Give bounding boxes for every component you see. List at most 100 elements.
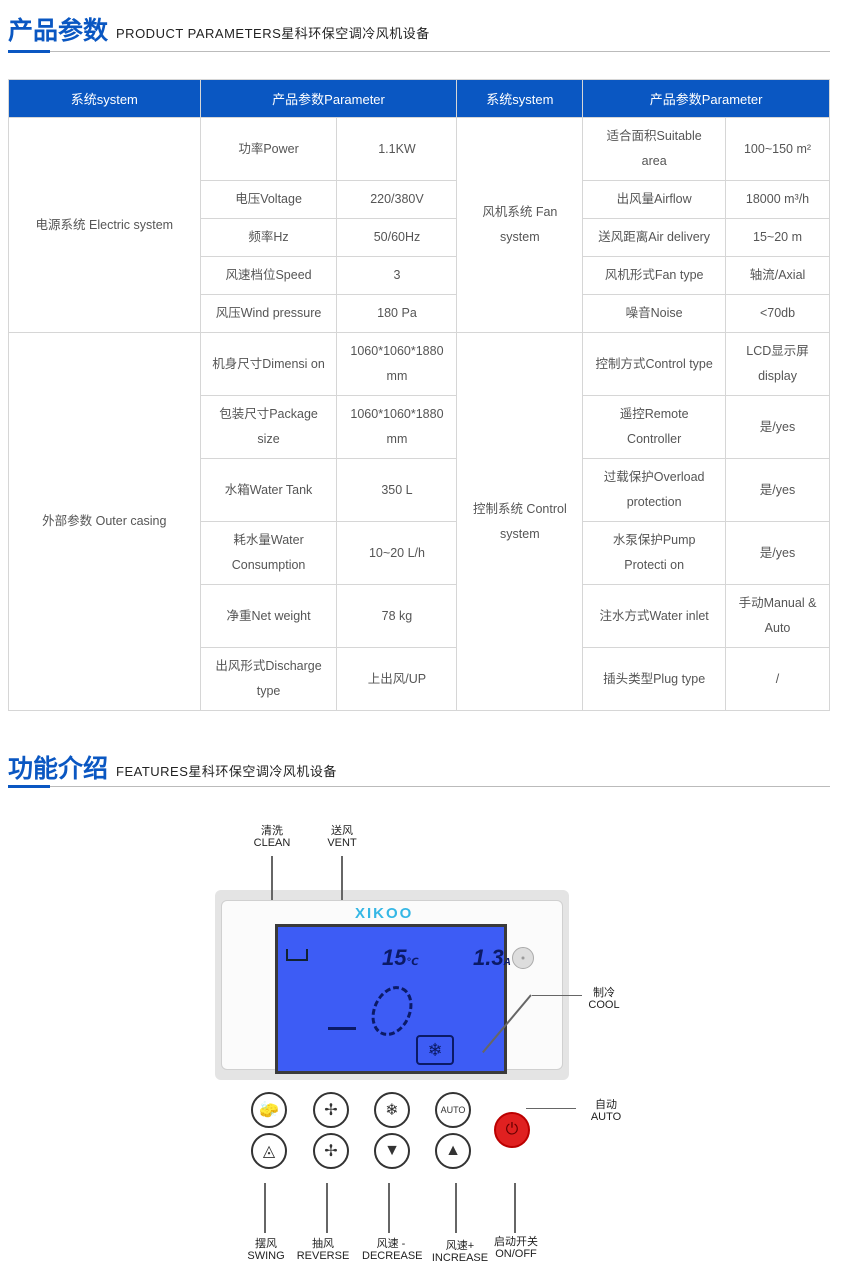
param-name-cell: 风速档位Speed xyxy=(199,256,338,295)
increase-button[interactable]: ▲ xyxy=(435,1133,471,1169)
param-value-cell: LCD显示屏 display xyxy=(725,332,830,396)
param-value-cell: 100~150 m² xyxy=(725,117,830,181)
param-value-cell: 10~20 L/h xyxy=(336,521,458,585)
water-tank-icon xyxy=(286,949,308,961)
param-name-cell: 电压Voltage xyxy=(199,180,338,219)
header-parameter: 产品参数Parameter xyxy=(582,79,830,118)
param-name-cell: 机身尺寸Dimensi on xyxy=(199,332,338,396)
param-name-cell: 耗水量Water Consumption xyxy=(199,521,338,585)
system-cell: 电源系统 Electric system xyxy=(8,117,201,333)
onoff-label-en: ON/OFF xyxy=(495,1248,537,1260)
divider-accent xyxy=(8,785,50,788)
cool-label-cn: 制冷 xyxy=(593,987,615,999)
params-subtitle: PRODUCT PARAMETERS星科环保空调冷风机设备 xyxy=(116,26,430,41)
swing-button[interactable]: ◬ xyxy=(251,1133,287,1169)
param-value-cell: 手动Manual & Auto xyxy=(725,584,830,648)
param-name-cell: 出风量Airflow xyxy=(582,180,727,219)
brand-logo: XIKOO xyxy=(355,905,414,922)
header-system: 系统system xyxy=(456,79,584,118)
param-name-cell: 频率Hz xyxy=(199,218,338,257)
features-subtitle: FEATURES星科环保空调冷风机设备 xyxy=(116,764,337,779)
param-value-cell: 1060*1060*1880 mm xyxy=(336,332,458,396)
speed-bar xyxy=(328,1027,356,1030)
vent-label-cn: 送风 xyxy=(331,825,353,837)
onoff-label-cn: 启动开关 xyxy=(494,1236,538,1248)
reverse-label-cn: 抽风 xyxy=(312,1238,334,1250)
param-name-cell: 功率Power xyxy=(199,117,338,181)
param-value-cell: 上出风/UP xyxy=(336,647,458,711)
param-value-cell: 1060*1060*1880 mm xyxy=(336,395,458,459)
params-title: 产品参数 xyxy=(8,17,109,45)
power-button[interactable]: ⏻ xyxy=(494,1112,530,1148)
cool-button[interactable]: ❄ xyxy=(374,1092,410,1128)
temp-readout: 15 xyxy=(382,945,407,970)
decrease-label-cn: 风速 - xyxy=(376,1238,406,1250)
auto-label-en: AUTO xyxy=(590,1111,622,1123)
param-value-cell: 180 Pa xyxy=(336,294,458,333)
param-name-cell: 风机形式Fan type xyxy=(582,256,727,295)
clean-label-cn: 清洗 xyxy=(261,825,283,837)
reverse-button[interactable]: ✢ xyxy=(313,1133,349,1169)
increase-label-cn: 风速+ xyxy=(445,1240,475,1252)
clean-label-en: CLEAN xyxy=(253,837,291,849)
cool-label-en: COOL xyxy=(588,999,620,1011)
param-name-cell: 插头类型Plug type xyxy=(582,647,727,711)
param-name-cell: 送风距离Air delivery xyxy=(582,218,727,257)
clean-button[interactable]: 🧽 xyxy=(251,1092,287,1128)
param-name-cell: 控制方式Control type xyxy=(582,332,727,396)
fan-swing-icon xyxy=(363,979,421,1043)
param-name-cell: 适合面积Suitable area xyxy=(582,117,727,181)
param-value-cell: 18000 m³/h xyxy=(725,180,830,219)
features-section-title: 功能介绍 FEATURES星科环保空调冷风机设备 xyxy=(8,754,337,784)
param-value-cell: 是/yes xyxy=(725,521,830,585)
divider-accent xyxy=(8,50,50,53)
header-parameter: 产品参数Parameter xyxy=(199,79,458,118)
snowflake-icon: ❄ xyxy=(416,1035,454,1065)
param-name-cell: 净重Net weight xyxy=(199,584,338,648)
param-value-cell: 50/60Hz xyxy=(336,218,458,257)
vent-button[interactable]: ✢ xyxy=(313,1092,349,1128)
params-section-title: 产品参数 PRODUCT PARAMETERS星科环保空调冷风机设备 xyxy=(8,16,430,46)
param-name-cell: 遥控Remote Controller xyxy=(582,395,727,459)
decrease-button[interactable]: ▼ xyxy=(374,1133,410,1169)
param-value-cell: 是/yes xyxy=(725,458,830,522)
system-cell: 风机系统 Fan system xyxy=(456,117,584,333)
param-name-cell: 包装尺寸Package size xyxy=(199,395,338,459)
vent-label-en: VENT xyxy=(327,837,357,849)
param-name-cell: 噪音Noise xyxy=(582,294,727,333)
param-value-cell: 是/yes xyxy=(725,395,830,459)
auto-button[interactable]: AUTO xyxy=(435,1092,471,1128)
param-name-cell: 风压Wind pressure xyxy=(199,294,338,333)
swing-label-en: SWING xyxy=(247,1250,285,1262)
speaker-grille xyxy=(512,947,534,969)
divider xyxy=(8,51,830,52)
reverse-label-en: REVERSE xyxy=(296,1250,350,1262)
decrease-label-en: DECREASE xyxy=(362,1250,423,1262)
features-title: 功能介绍 xyxy=(8,755,109,783)
param-name-cell: 注水方式Water inlet xyxy=(582,584,727,648)
param-name-cell: 出风形式Discharge type xyxy=(199,647,338,711)
param-value-cell: <70db xyxy=(725,294,830,333)
divider xyxy=(8,786,830,787)
system-cell: 外部参数 Outer casing xyxy=(8,332,201,711)
param-value-cell: / xyxy=(725,647,830,711)
swing-label-cn: 摆风 xyxy=(255,1238,277,1250)
header-system: 系统system xyxy=(8,79,201,118)
param-value-cell: 220/380V xyxy=(336,180,458,219)
param-value-cell: 350 L xyxy=(336,458,458,522)
param-name-cell: 水箱Water Tank xyxy=(199,458,338,522)
param-value-cell: 78 kg xyxy=(336,584,458,648)
param-value-cell: 1.1KW xyxy=(336,117,458,181)
temp-unit: ℃ xyxy=(406,957,419,968)
param-name-cell: 过载保护Overload protection xyxy=(582,458,727,522)
system-cell: 控制系统 Control system xyxy=(456,332,584,711)
param-name-cell: 水泵保护Pump Protecti on xyxy=(582,521,727,585)
auto-label-cn: 自动 xyxy=(595,1099,617,1111)
lcd-screen: 15℃ 1.3A ❄ xyxy=(275,924,511,1074)
param-value-cell: 3 xyxy=(336,256,458,295)
